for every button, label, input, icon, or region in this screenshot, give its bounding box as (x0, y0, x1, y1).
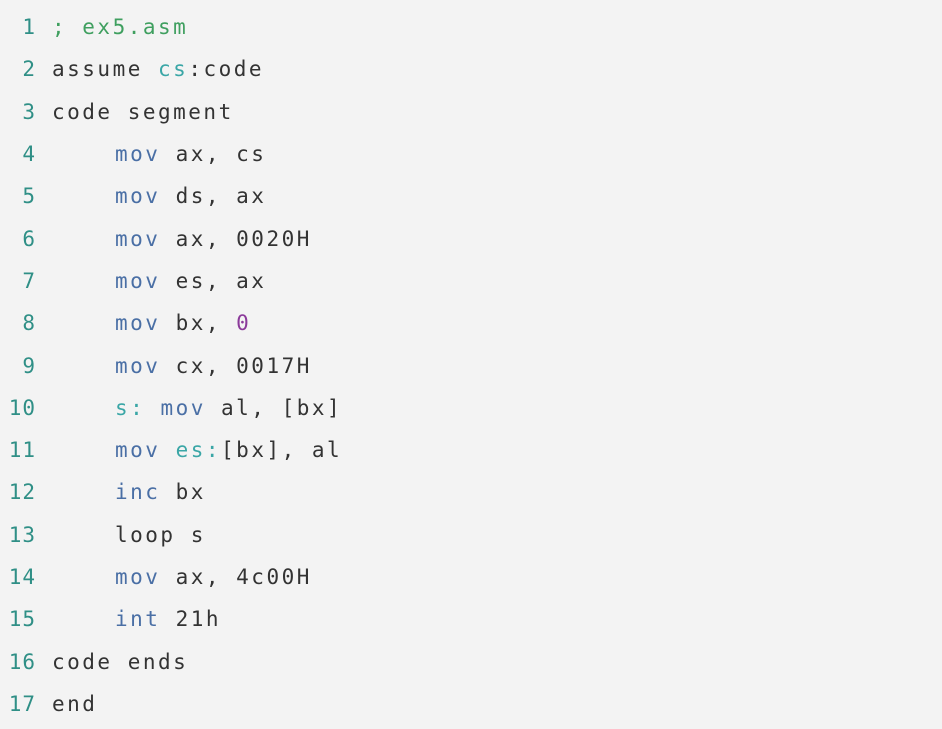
line-number: 5 (22, 184, 36, 209)
code-line: 17 end (0, 683, 942, 725)
line-code: assume cs:code (36, 57, 264, 81)
code-line: 13 loop s (0, 514, 942, 556)
line-code: mov ax, 0020H (36, 227, 312, 251)
line-number: 6 (22, 226, 36, 251)
code-token-keyword: mov (115, 353, 161, 378)
code-token-keyword: mov (115, 438, 161, 463)
code-token-keyword: int (115, 607, 161, 632)
code-line: 1 ; ex5.asm (0, 6, 942, 48)
code-token-register-prefix: es: (175, 438, 222, 463)
code-token-keyword: mov (115, 311, 161, 336)
code-token-number: 0 (236, 311, 252, 336)
code-token-plain: ax, cs (160, 142, 267, 167)
code-token-keyword: inc (115, 480, 161, 505)
code-token-plain: [bx], al (221, 438, 343, 463)
line-code: mov ax, cs (36, 142, 266, 166)
code-token-plain: end (52, 691, 98, 716)
line-code: code ends (36, 650, 188, 674)
line-number: 1 (22, 15, 36, 40)
code-token-keyword: mov (115, 268, 161, 293)
code-token-plain: assume (52, 57, 159, 82)
code-line: 3 code segment (0, 91, 942, 133)
line-code: code segment (36, 100, 234, 124)
code-token-plain: bx, (160, 311, 237, 336)
code-token-plain: ax, 4c00H (160, 565, 312, 589)
line-number: 8 (22, 311, 36, 336)
line-code: ; ex5.asm (36, 15, 188, 39)
line-number: 14 (8, 565, 36, 589)
code-token-plain: 21h (160, 607, 222, 632)
line-code: loop s (36, 523, 206, 547)
line-code: mov ds, ax (36, 184, 266, 208)
code-token-register-prefix: cs (158, 57, 189, 82)
code-token-plain: ax, 0020H (160, 226, 312, 251)
code-token-plain: loop s (115, 522, 206, 547)
line-code: mov bx, 0 (36, 311, 251, 335)
code-token-keyword: mov (115, 226, 161, 251)
line-number: 10 (8, 395, 36, 420)
code-token-plain: ds, ax (160, 184, 267, 209)
code-line: 16 code ends (0, 640, 942, 682)
code-token-plain: bx (160, 480, 206, 505)
code-token-keyword: mov (115, 142, 161, 167)
line-number: 3 (22, 99, 36, 124)
code-token-plain: es, ax (160, 268, 267, 293)
line-code: mov es, ax (36, 269, 266, 293)
line-code: mov es:[bx], al (36, 438, 342, 462)
line-number: 11 (8, 438, 36, 463)
line-number: 17 (8, 691, 36, 716)
code-token-keyword: mov (115, 184, 161, 209)
line-code: int 21h (36, 607, 221, 631)
code-token-plain: code ends (52, 649, 189, 674)
code-token-comment: ; ex5.asm (52, 15, 189, 40)
line-code: end (36, 692, 97, 716)
code-token-register-prefix: s: (115, 395, 161, 420)
code-token-keyword: mov (115, 565, 161, 589)
line-number: 2 (22, 57, 36, 82)
code-token-plain: al, [bx] (205, 395, 343, 420)
code-token-plain: cx, 0017H (160, 353, 312, 378)
code-token-keyword: mov (160, 395, 206, 420)
code-token-plain: code segment (52, 99, 234, 124)
line-number: 15 (8, 607, 36, 632)
line-number: 7 (22, 268, 36, 293)
line-number: 13 (8, 522, 36, 547)
code-token-plain: :code (188, 57, 265, 82)
line-code: mov ax, 4c00H (36, 565, 312, 589)
line-code: s: mov al, [bx] (36, 396, 342, 420)
line-number: 12 (8, 480, 36, 505)
line-number: 9 (22, 353, 36, 378)
line-code: mov cx, 0017H (36, 354, 312, 378)
code-token-plain (160, 438, 175, 462)
line-code: inc bx (36, 480, 206, 504)
line-number: 4 (22, 142, 36, 167)
line-number: 16 (8, 649, 36, 674)
